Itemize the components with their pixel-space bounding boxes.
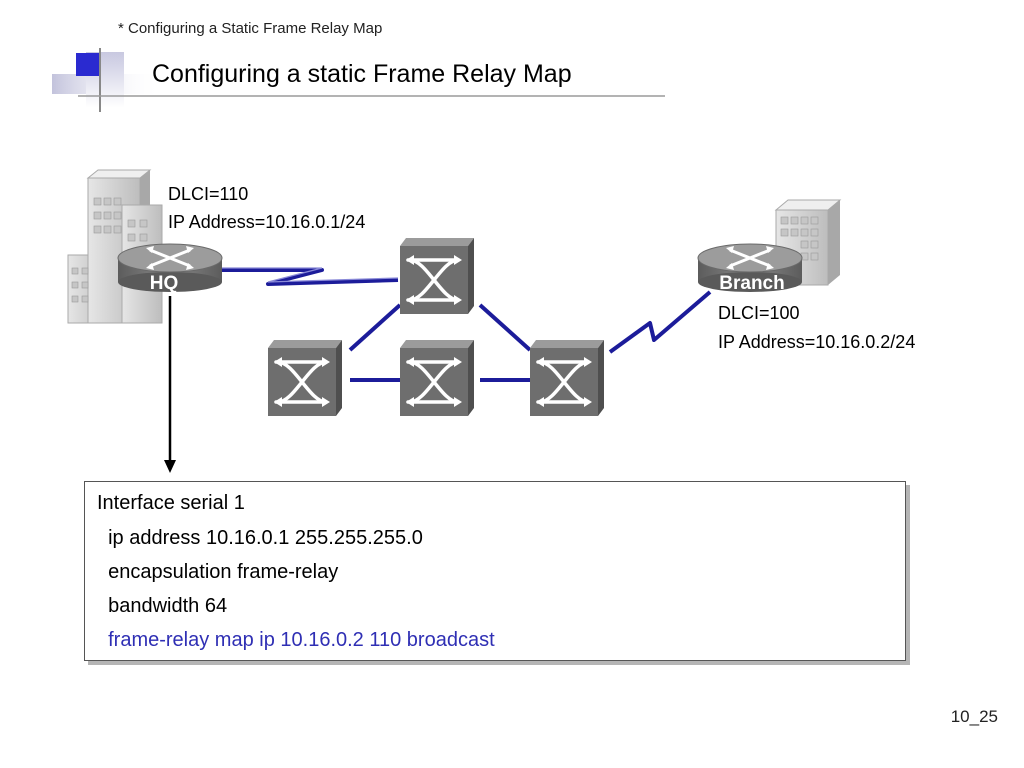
config-line: bandwidth 64 [97, 595, 228, 617]
hq-serial-link [222, 268, 399, 286]
header-note: * Configuring a Static Frame Relay Map [118, 20, 383, 37]
config-box: Interface serial 1 ip address 10.16.0.1 … [84, 481, 906, 661]
hq-to-config-arrow [164, 296, 176, 473]
link-sw-top-left [348, 303, 402, 352]
branch-serial-link [608, 290, 712, 354]
hq-dlci-label: DLCI=110 [168, 184, 249, 204]
frame-relay-switch-right [528, 338, 606, 418]
frame-relay-switch-left [266, 338, 344, 418]
branch-dlci-label: DLCI=100 [718, 303, 800, 323]
branch-router-label: Branch [719, 273, 785, 294]
config-line: ip address 10.16.0.1 255.255.255.0 [97, 527, 423, 549]
config-line-highlighted: frame-relay map ip 10.16.0.2 110 broadca… [97, 629, 495, 651]
config-line: encapsulation frame-relay [97, 561, 339, 583]
config-line: Interface serial 1 [97, 492, 245, 514]
page-number: 10_25 [950, 707, 998, 726]
frame-relay-links [222, 268, 712, 382]
frame-relay-switch-middle [398, 338, 476, 418]
title-decoration [52, 48, 665, 112]
hq-ip-label: IP Address=10.16.0.1/24 [168, 212, 366, 232]
frame-relay-switch-top [398, 236, 476, 316]
slide-title: Configuring a static Frame Relay Map [152, 60, 572, 88]
branch-ip-label: IP Address=10.16.0.2/24 [718, 332, 916, 352]
link-sw-top-right [478, 303, 532, 352]
hq-router-label: HQ [149, 273, 179, 294]
